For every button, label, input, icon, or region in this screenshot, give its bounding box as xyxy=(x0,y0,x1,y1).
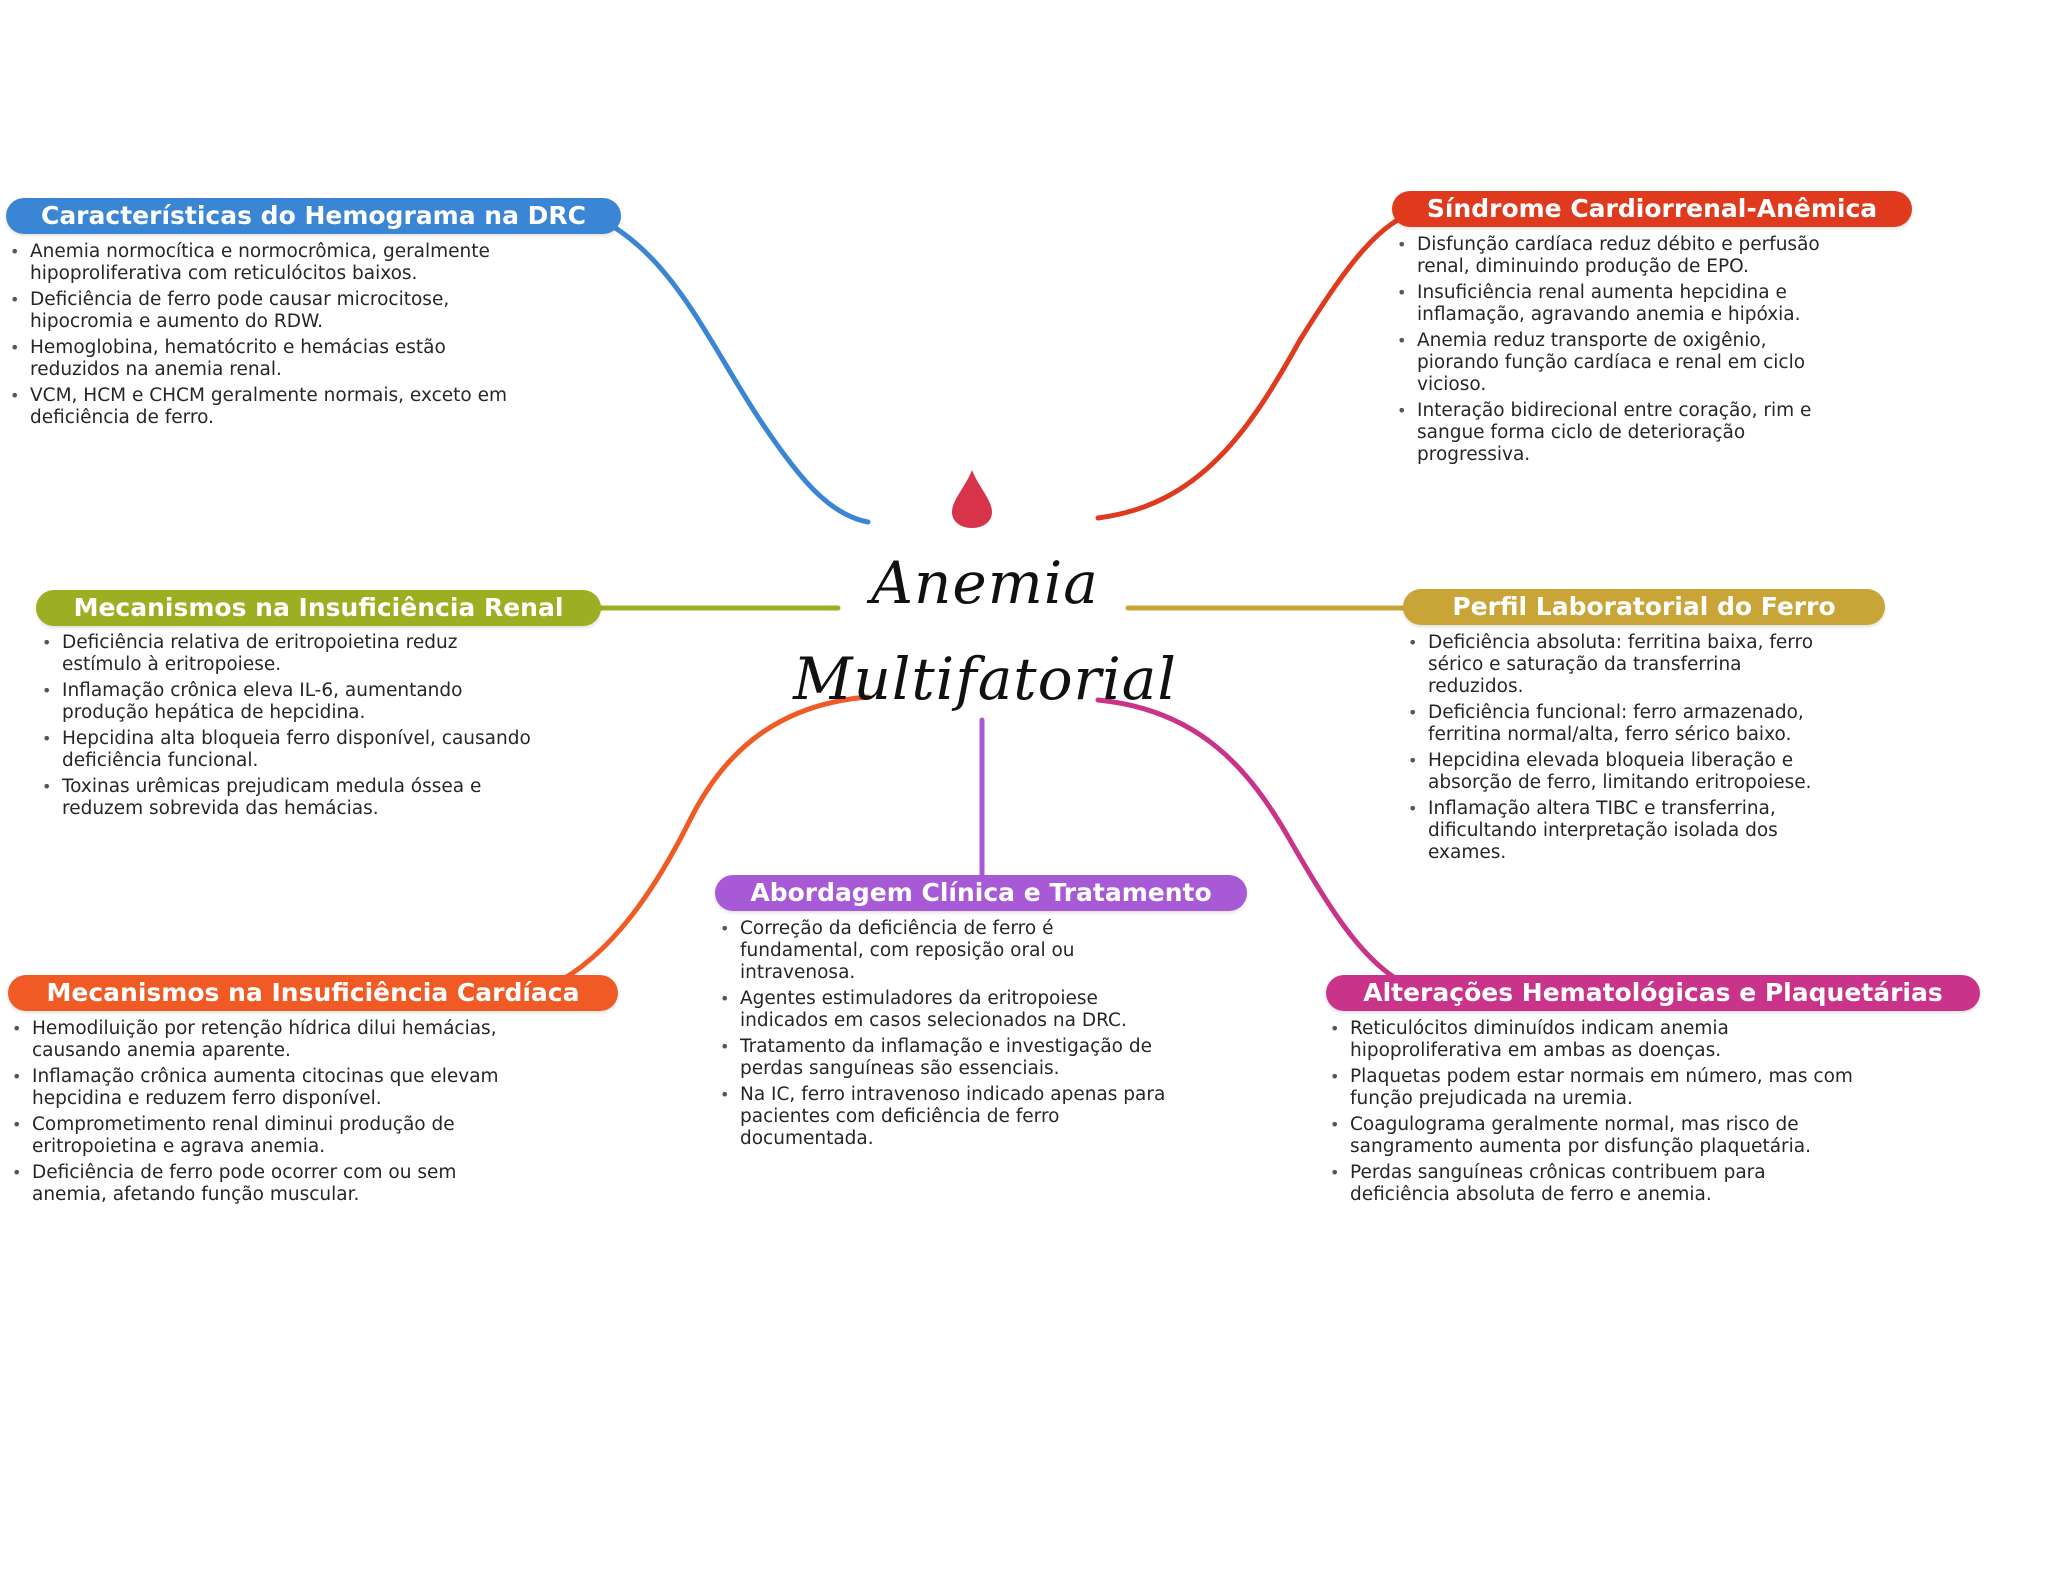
branch-list-cardiorrenal: •Disfunção cardíaca reduz débito e perfu… xyxy=(1395,234,1845,470)
list-item: •Inflamação altera TIBC e transferrina, … xyxy=(1408,798,1778,863)
list-item: •Perdas sanguíneas crônicas contribuem p… xyxy=(1330,1162,1766,1205)
branch-title-hemograma: Características do Hemograma na DRC xyxy=(6,198,621,234)
list-item: •Deficiência relativa de eritropoietina … xyxy=(42,632,458,675)
branch-list-abordagem: •Correção da deficiência de ferro é fund… xyxy=(718,918,1178,1154)
list-item: •Interação bidirecional entre coração, r… xyxy=(1397,400,1812,465)
list-item: •Inflamação crônica aumenta citocinas qu… xyxy=(12,1066,499,1109)
list-item: •Na IC, ferro intravenoso indicado apena… xyxy=(720,1084,1166,1149)
list-item: •Comprometimento renal diminui produção … xyxy=(12,1114,455,1157)
list-item: •Hepcidina alta bloqueia ferro disponíve… xyxy=(42,728,531,771)
branch-title-cardiaca: Mecanismos na Insuficiência Cardíaca xyxy=(8,975,618,1011)
connector-cardiaca xyxy=(562,694,871,981)
list-item: •Hepcidina elevada bloqueia liberação e … xyxy=(1408,750,1812,793)
list-item: •Deficiência de ferro pode ocorrer com o… xyxy=(12,1162,457,1205)
branch-title-cardiorrenal: Síndrome Cardiorrenal-Anêmica xyxy=(1392,191,1912,227)
branch-list-cardiaca: •Hemodiluição por retenção hídrica dilui… xyxy=(10,1018,500,1210)
blood-drop-icon xyxy=(952,470,992,528)
connector-cardiorrenal xyxy=(1095,207,1423,521)
branch-list-renal: •Deficiência relativa de eritropoietina … xyxy=(40,632,540,824)
branch-list-hematologicas: •Reticulócitos diminuídos indicam anemia… xyxy=(1328,1018,1868,1210)
list-item: •Toxinas urêmicas prejudicam medula ósse… xyxy=(42,776,482,819)
central-title-line1: Anemia xyxy=(871,549,1099,617)
branch-title-ferro: Perfil Laboratorial do Ferro xyxy=(1403,589,1885,625)
list-item: •Anemia normocítica e normocrômica, gera… xyxy=(10,241,490,284)
list-item: •Plaquetas podem estar normais em número… xyxy=(1330,1066,1853,1109)
branch-list-ferro: •Deficiência absoluta: ferritina baixa, … xyxy=(1406,632,1826,868)
list-item: •Correção da deficiência de ferro é fund… xyxy=(720,918,1075,983)
connector-hematologicas xyxy=(1095,697,1398,981)
branch-title-hematologicas: Alterações Hematológicas e Plaquetárias xyxy=(1326,975,1980,1011)
branch-title-renal: Mecanismos na Insuficiência Renal xyxy=(36,590,601,626)
list-item: •Tratamento da inflamação e investigação… xyxy=(720,1036,1152,1079)
branch-title-abordagem: Abordagem Clínica e Tratamento xyxy=(715,875,1247,911)
list-item: •Deficiência absoluta: ferritina baixa, … xyxy=(1408,632,1814,697)
branch-list-hemograma: •Anemia normocítica e normocrômica, gera… xyxy=(8,241,528,433)
list-item: •Hemoglobina, hematócrito e hemácias est… xyxy=(10,337,446,380)
list-item: •Insuficiência renal aumenta hepcidina e… xyxy=(1397,282,1801,325)
central-title-line2: Multifatorial xyxy=(793,645,1177,713)
list-item: •Coagulograma geralmente normal, mas ris… xyxy=(1330,1114,1811,1157)
central-topic: Anemia Multifatorial xyxy=(760,535,1210,727)
list-item: •Deficiência de ferro pode causar microc… xyxy=(10,289,450,332)
list-item: •Disfunção cardíaca reduz débito e perfu… xyxy=(1397,234,1820,277)
list-item: •Anemia reduz transporte de oxigênio, pi… xyxy=(1397,330,1806,395)
list-item: •VCM, HCM e CHCM geralmente normais, exc… xyxy=(10,385,507,428)
connector-hemograma xyxy=(545,199,871,525)
list-item: •Deficiência funcional: ferro armazenado… xyxy=(1408,702,1804,745)
list-item: •Agentes estimuladores da eritropoiese i… xyxy=(720,988,1127,1031)
list-item: •Inflamação crônica eleva IL-6, aumentan… xyxy=(42,680,463,723)
list-item: •Reticulócitos diminuídos indicam anemia… xyxy=(1330,1018,1729,1061)
list-item: •Hemodiluição por retenção hídrica dilui… xyxy=(12,1018,497,1061)
